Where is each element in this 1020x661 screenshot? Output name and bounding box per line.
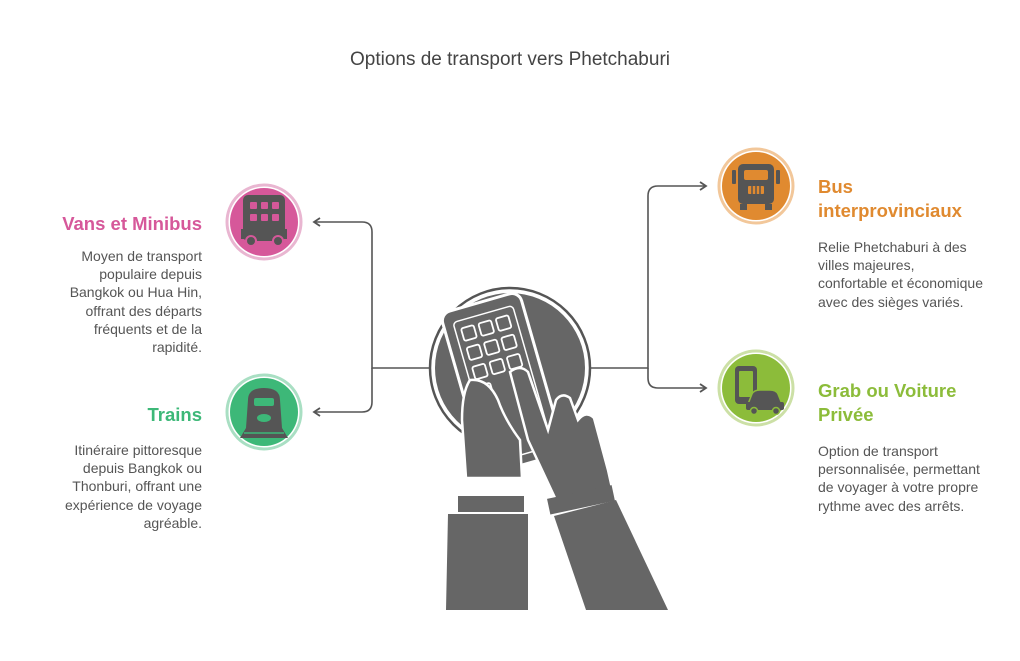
bus-icon: [717, 147, 795, 225]
vans-heading: Vans et Minibus: [62, 213, 202, 234]
page-title: Options de transport vers Phetchaburi: [349, 49, 670, 70]
connector-lines: [312, 181, 708, 417]
bus-description: Relie Phetchaburi à des villes majeures,…: [818, 239, 983, 310]
grab-description: Option de transport personnalisée, perme…: [818, 443, 980, 514]
trains-heading: Trains: [147, 404, 203, 425]
connector-vans: [312, 217, 432, 369]
vans-description: Moyen de transport populaire depuis Bang…: [69, 248, 202, 356]
train-icon: [225, 373, 303, 451]
connector-bus: [588, 181, 708, 369]
minibus-icon: [225, 183, 303, 261]
trains-description: Itinéraire pittoresque depuis Bangkok ou…: [65, 442, 202, 531]
connector-grab: [647, 368, 708, 393]
grab-heading: Grab ou Voiture Privée: [818, 380, 957, 425]
connector-trains: [312, 368, 373, 417]
bus-heading: Bus interprovinciaux: [818, 176, 962, 221]
phone-car-icon: [717, 349, 795, 427]
hand-holding-phone-icon: [428, 286, 668, 610]
